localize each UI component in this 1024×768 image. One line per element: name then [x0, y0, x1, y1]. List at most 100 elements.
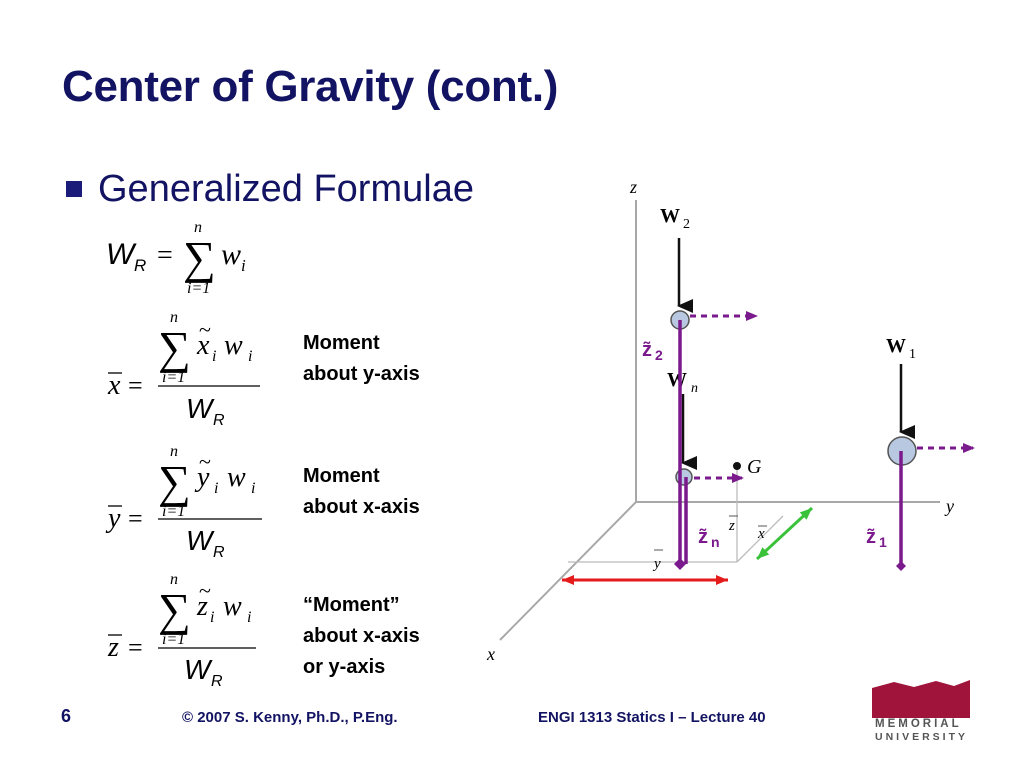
- z1-end-marker: [896, 561, 906, 571]
- x-axis: [499, 501, 637, 641]
- weight-w2: W 2: [660, 205, 693, 330]
- y-den-sub: R: [213, 544, 225, 561]
- bullet-text: Generalized Formulae: [98, 167, 474, 210]
- z-sigma: ∑: [158, 584, 191, 635]
- y-sigma: ∑: [158, 456, 191, 507]
- x-bar-label: x: [757, 526, 765, 542]
- footer-copyright: © 2007 S. Kenny, Ph.D., P.Eng.: [182, 709, 398, 726]
- z-bar-label: z: [728, 518, 735, 534]
- weight-wn: W n: [667, 369, 698, 486]
- z2-end-marker: [674, 558, 686, 570]
- footer-course: ENGI 1313 Statics I – Lecture 40: [538, 709, 766, 726]
- w2-sub: 2: [683, 217, 690, 232]
- formula-z-bar: n ∑ i=1 z ~ i w i W R z =: [107, 571, 256, 690]
- x-den: W: [186, 393, 215, 424]
- x-weight-sub: i: [248, 348, 252, 365]
- w1-label: W: [886, 335, 906, 357]
- page-number: 6: [61, 706, 72, 726]
- x-tilde: ~: [199, 317, 211, 342]
- z-den: W: [184, 654, 213, 685]
- z-lhs: z: [107, 632, 119, 663]
- label-moment-about-y: Moment about y-axis: [303, 328, 420, 390]
- square-bullet-icon: [66, 181, 82, 197]
- formula-y-bar: n ∑ i=1 y ~ i w i W R y =: [105, 443, 262, 561]
- memorial-university-logo: MEMORIAL UNIVERSITY: [872, 680, 970, 742]
- logo-banner: [872, 680, 970, 718]
- x-sigma: ∑: [158, 322, 191, 373]
- z-coord: z: [196, 591, 208, 622]
- formula-x-bar: n ∑ i=1 x ~ i w i W R x =: [107, 309, 260, 429]
- z-coord-sub: i: [210, 609, 214, 626]
- x-den-sub: R: [213, 412, 225, 429]
- x-coord-sub: i: [212, 348, 216, 365]
- zn-label-sub: n: [711, 534, 720, 550]
- label-line: about x-axis: [303, 496, 420, 518]
- z-weight: w: [223, 591, 242, 622]
- wr-term: w: [221, 238, 241, 271]
- y-tilde: ~: [199, 449, 211, 474]
- wr-lhs-sub: R: [134, 256, 146, 275]
- z1-label-sub: 1: [879, 534, 887, 550]
- y-lhs: y: [105, 503, 121, 534]
- label-line: about y-axis: [303, 363, 420, 385]
- wr-sigma: ∑: [183, 232, 216, 283]
- x-sum-top: n: [170, 309, 178, 326]
- y-den: W: [186, 525, 215, 556]
- logo-line2: UNIVERSITY: [875, 731, 968, 742]
- formulae: W R = n ∑ i=1 w i n ∑ i=1 x ~ i w i W R …: [105, 219, 262, 690]
- label-line: “Moment”: [303, 594, 400, 616]
- z-weight-sub: i: [247, 609, 251, 626]
- x-bar-dimension-arrow: [755, 506, 814, 561]
- wn-sub: n: [691, 381, 698, 396]
- bullet-generalized-formulae: Generalized Formulae: [66, 164, 474, 214]
- w1-sub: 1: [909, 347, 916, 362]
- label-line: or y-axis: [303, 656, 386, 678]
- y-coord-sub: i: [214, 480, 218, 497]
- weight-w1: W 1: [886, 335, 917, 466]
- page-title: Center of Gravity (cont.): [62, 62, 559, 111]
- w2-label: W: [660, 205, 680, 227]
- wr-equals: =: [157, 240, 173, 271]
- y-weight: w: [227, 462, 246, 493]
- y-axis-label: y: [944, 496, 954, 516]
- x-axis-label: x: [486, 644, 495, 664]
- x-lhs: x: [107, 370, 121, 401]
- x-sum-bottom: i=1: [162, 369, 185, 386]
- y-sum-top: n: [170, 443, 178, 460]
- formula-resultant-weight: W R = n ∑ i=1 w i: [106, 219, 246, 297]
- logo-line1: MEMORIAL: [875, 718, 962, 730]
- label-line: about x-axis: [303, 625, 420, 647]
- label-line: Moment: [303, 332, 380, 354]
- y-weight-sub: i: [251, 480, 255, 497]
- wr-lhs: W: [106, 238, 137, 271]
- z-sum-bottom: i=1: [162, 631, 185, 648]
- x-coord: x: [196, 330, 210, 361]
- label-line: Moment: [303, 465, 380, 487]
- wr-sum-bottom: i=1: [187, 280, 210, 297]
- label-moment-about-x-or-y: “Moment” about x-axis or y-axis: [303, 590, 420, 683]
- z-axis-label: z: [629, 177, 637, 197]
- wr-term-sub: i: [241, 256, 246, 275]
- g-label: G: [747, 456, 762, 478]
- z-den-sub: R: [211, 673, 223, 690]
- y-equals: =: [128, 504, 143, 533]
- label-moment-about-x: Moment about x-axis: [303, 461, 420, 523]
- g-point: [733, 462, 741, 470]
- z-sum-top: n: [170, 571, 178, 588]
- z2-label: z̃: [642, 339, 652, 361]
- z1-label: z̃: [866, 526, 876, 548]
- y-sum-bottom: i=1: [162, 503, 185, 520]
- y-coord: y: [194, 462, 210, 493]
- z-tilde-heights: z̃ 2 z̃ n z̃ 1: [642, 311, 975, 571]
- center-of-gravity-g: G: [733, 456, 762, 478]
- z-tilde: ~: [199, 578, 211, 603]
- zn-label: z̃: [698, 526, 708, 548]
- x-equals: =: [128, 371, 143, 400]
- y-bar-label: y: [652, 556, 661, 572]
- center-of-gravity-diagram: z y x z x y W 2 W n: [486, 177, 975, 664]
- wn-label: W: [667, 369, 687, 391]
- coordinate-axes: z y x z x y: [486, 177, 954, 664]
- z-equals: =: [128, 633, 143, 662]
- x-weight: w: [224, 330, 243, 361]
